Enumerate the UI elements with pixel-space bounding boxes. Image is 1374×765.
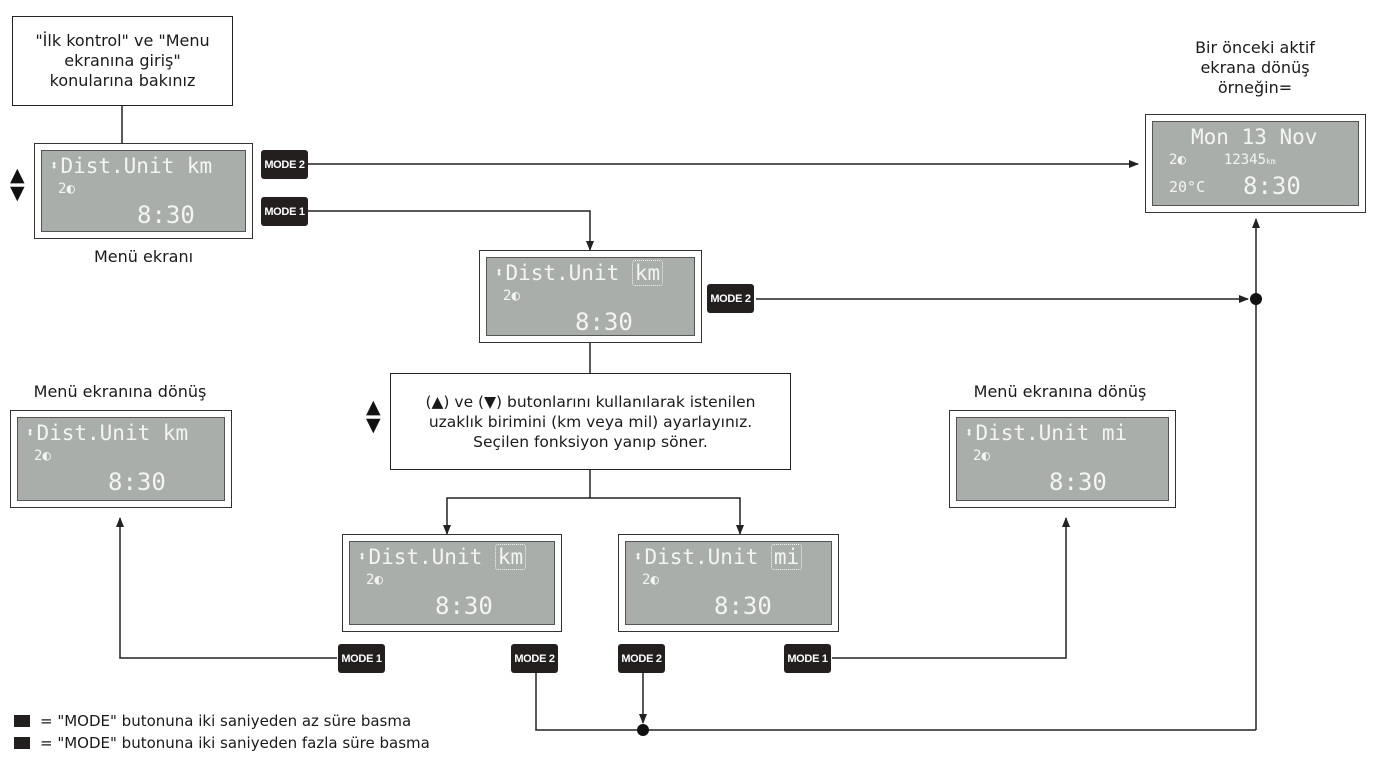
lcd-option-mi-screen: ⬍Dist.Unit mi 2◐ 8:30 [618, 534, 839, 632]
light-icon: ◐ [1177, 152, 1186, 168]
updown-small-icon: ⬍ [358, 549, 367, 565]
split-to-mi-arrow [590, 497, 744, 535]
lcd-label: Dist.Unit [505, 261, 620, 285]
updown-small-icon: ⬍ [495, 265, 504, 281]
down-arrow-icon[interactable]: ▼ [10, 182, 25, 204]
mode1-to-return-mi-arrow [832, 517, 1070, 659]
lcd-option-km-screen: ⬍Dist.Unit km 2◐ 8:30 [342, 534, 562, 632]
intro-note: "İlk kontrol" ve "Menu ekranına giriş" k… [12, 16, 233, 106]
mode2-button-km[interactable]: MODE 2 [511, 644, 558, 673]
lcd-time: 8:30 [1243, 172, 1301, 200]
gear-indicator: 2 [58, 181, 67, 197]
gear-indicator: 2 [503, 288, 512, 304]
lcd-label: Dist.Unit [368, 545, 483, 569]
instruction-line-3: Seçilen fonksiyon yanıp söner. [473, 432, 708, 451]
menu-screen-caption: Menü ekranı [93, 247, 194, 266]
updown-small-icon: ⬍ [965, 425, 974, 441]
lcd-label: Dist.Unit [644, 545, 759, 569]
lcd-unit-blinking: km [494, 544, 527, 570]
previous-caption-line-3: örneğin= [1217, 78, 1293, 97]
lcd-label: Dist.Unit [36, 421, 151, 445]
lcd-date: Mon 13 Nov [1191, 125, 1318, 149]
return-caption-left: Menü ekranına dönüş [33, 382, 207, 401]
km-mode2-to-junction-line [535, 672, 643, 731]
lcd-unit: km [162, 421, 189, 445]
updown-small-icon: ⬍ [26, 425, 35, 441]
mode1-to-return-km-arrow [116, 517, 337, 659]
lcd-unit: km [186, 154, 213, 178]
temperature: 20°C [1169, 178, 1206, 196]
lcd-time: 8:30 [108, 468, 166, 496]
mode1-button-km[interactable]: MODE 1 [338, 644, 385, 673]
lcd-time: 8:30 [714, 592, 772, 620]
gear-indicator: 2 [1169, 152, 1178, 168]
gear-indicator: 2 [366, 572, 375, 588]
gear-indicator: 2 [34, 448, 43, 464]
lcd-time: 8:30 [435, 592, 493, 620]
lcd-unit: mi [1101, 421, 1128, 445]
legend-mode2: = "MODE" butonuna iki saniyeden fazla sü… [14, 734, 430, 752]
light-icon: ◐ [981, 448, 990, 464]
instruction-note: (▲) ve (▼) butonlarını kullanılarak iste… [390, 373, 791, 470]
lcd-select-screen: ⬍Dist.Unit km 2◐ 8:30 [479, 250, 702, 343]
mode2-button-select[interactable]: MODE 2 [707, 284, 754, 313]
lcd-label: Dist.Unit [60, 154, 175, 178]
lcd-unit-blinking: km [631, 260, 664, 286]
light-icon: ◐ [42, 448, 51, 464]
previous-screen-caption: Bir önceki aktif ekrana dönüş örneğin= [1140, 38, 1370, 98]
intro-note-line-2: ekranına giriş" [64, 51, 181, 70]
lcd-time: 8:30 [137, 201, 195, 229]
mode2-button-menu[interactable]: MODE 2 [261, 150, 308, 179]
lcd-previous-screen: Mon 13 Nov 2◐ 12345km 20°C 8:30 [1145, 114, 1366, 213]
light-icon: ◐ [66, 181, 75, 197]
updown-buttons-instruction[interactable]: ▲ ▼ [366, 396, 381, 436]
updown-small-icon: ⬍ [50, 158, 59, 174]
down-arrow-icon[interactable]: ▼ [366, 414, 381, 436]
junction-dot-right [1250, 293, 1262, 305]
lcd-time: 8:30 [575, 308, 633, 336]
instruction-line-1: (▲) ve (▼) butonlarını kullanılarak iste… [425, 392, 756, 411]
mode2-key-icon [14, 737, 30, 749]
legend-mode1-text: = "MODE" butonuna iki saniyeden az süre … [40, 712, 412, 730]
up-arrow-icon[interactable]: ▲ [366, 396, 381, 418]
split-to-km-arrow [443, 497, 590, 535]
light-icon: ◐ [650, 572, 659, 588]
mode1-key-icon [14, 715, 30, 727]
legend-mode1: = "MODE" butonuna iki saniyeden az süre … [14, 712, 411, 730]
instruction-line-2: uzaklık birimini (km veya mil) ayarlayın… [428, 412, 753, 431]
lcd-label: Dist.Unit [975, 421, 1090, 445]
mode1-to-select-arrow [308, 210, 594, 251]
gear-indicator: 2 [973, 448, 982, 464]
lcd-unit-blinking: mi [770, 544, 803, 570]
gear-indicator: 2 [642, 572, 651, 588]
mode1-button-menu[interactable]: MODE 1 [261, 197, 308, 226]
lcd-menu-screen: ⬍Dist.Unit km 2◐ 8:30 [34, 143, 253, 239]
return-caption-right: Menü ekranına dönüş [973, 382, 1147, 401]
intro-note-line-1: "İlk kontrol" ve "Menu [35, 31, 210, 50]
mode1-button-mi[interactable]: MODE 1 [784, 644, 831, 673]
intro-note-line-3: konularına bakınız [49, 71, 196, 90]
lcd-return-km-screen: ⬍Dist.Unit km 2◐ 8:30 [10, 410, 232, 508]
junction-dot-bottom [637, 724, 649, 736]
up-arrow-icon[interactable]: ▲ [10, 164, 25, 186]
updown-buttons-menu[interactable]: ▲ ▼ [10, 164, 25, 204]
previous-caption-line-2: ekrana dönüş [1200, 58, 1310, 77]
lcd-time: 8:30 [1049, 468, 1107, 496]
updown-small-icon: ⬍ [634, 549, 643, 565]
lcd-return-mi-screen: ⬍Dist.Unit mi 2◐ 8:30 [949, 410, 1176, 508]
legend-mode2-text: = "MODE" butonuna iki saniyeden fazla sü… [40, 734, 430, 752]
odometer: 12345 [1223, 152, 1267, 168]
mode2-button-mi[interactable]: MODE 2 [618, 644, 665, 673]
odometer-unit: km [1266, 157, 1276, 166]
light-icon: ◐ [374, 572, 383, 588]
light-icon: ◐ [511, 288, 520, 304]
previous-caption-line-1: Bir önceki aktif [1195, 38, 1315, 57]
